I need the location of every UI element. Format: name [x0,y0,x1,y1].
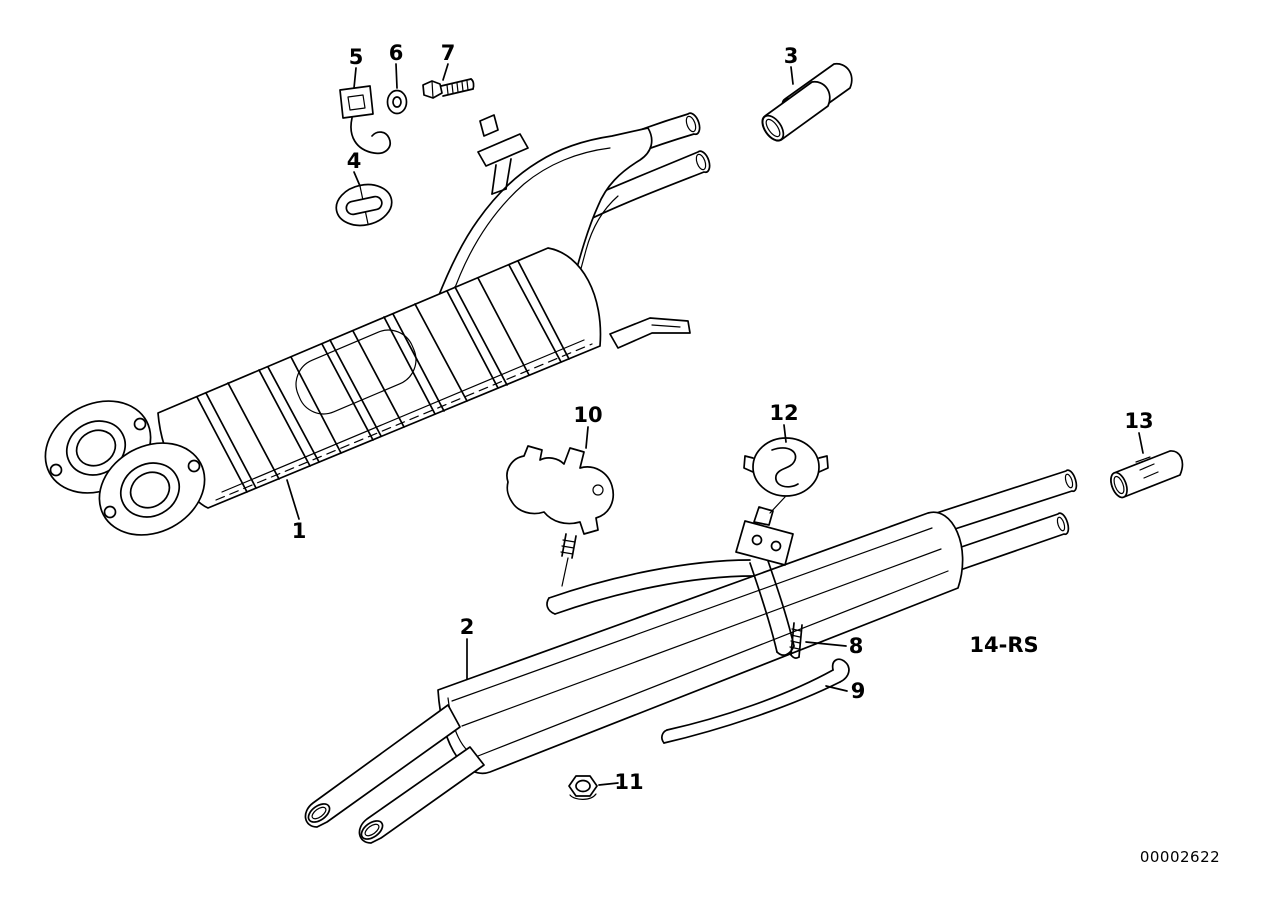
clamp-hanger-bracket [735,506,794,566]
clamp-ring [743,437,829,514]
rubber-mounting-ring [335,183,393,227]
hex-bolt [422,78,475,99]
callout-11: 11 [614,770,644,794]
shield-hanger-bracket [477,114,529,195]
callout-3: 3 [783,44,799,68]
washer [386,89,408,115]
upper-mounting-band [546,559,755,615]
leader-lines [286,63,1144,786]
callout-4: 4 [346,149,362,173]
bracket-clamp [339,85,391,155]
callout-13: 13 [1124,409,1154,433]
callout-8: 8 [848,634,864,658]
callout-9: 9 [850,679,866,703]
rear-silencer-body [437,511,964,775]
front-silencer-assembly [44,112,711,536]
tailpipe-sleeve [1110,450,1184,499]
hex-nut [568,775,598,800]
mounting-tab [609,317,691,349]
callout-14rs: 14-RS [969,633,1039,657]
hanger-bracket [506,445,615,587]
callout-1: 1 [291,519,307,543]
connecting-sleeves [761,63,853,142]
callout-7: 7 [440,41,456,65]
doc-number: 00002622 [1139,848,1221,866]
threaded-stud [789,622,803,659]
callout-10: 10 [573,403,603,427]
callout-5: 5 [348,45,364,69]
callout-2: 2 [459,615,475,639]
rear-inlet-pipes [917,469,1078,578]
callout-12: 12 [769,401,799,425]
inlet-flanges [44,400,206,536]
rear-silencer-assembly [304,469,1078,844]
tailpipes [304,704,485,844]
callout-6: 6 [388,41,404,65]
corrugation-ribs [196,260,570,493]
lower-strap [661,658,850,744]
